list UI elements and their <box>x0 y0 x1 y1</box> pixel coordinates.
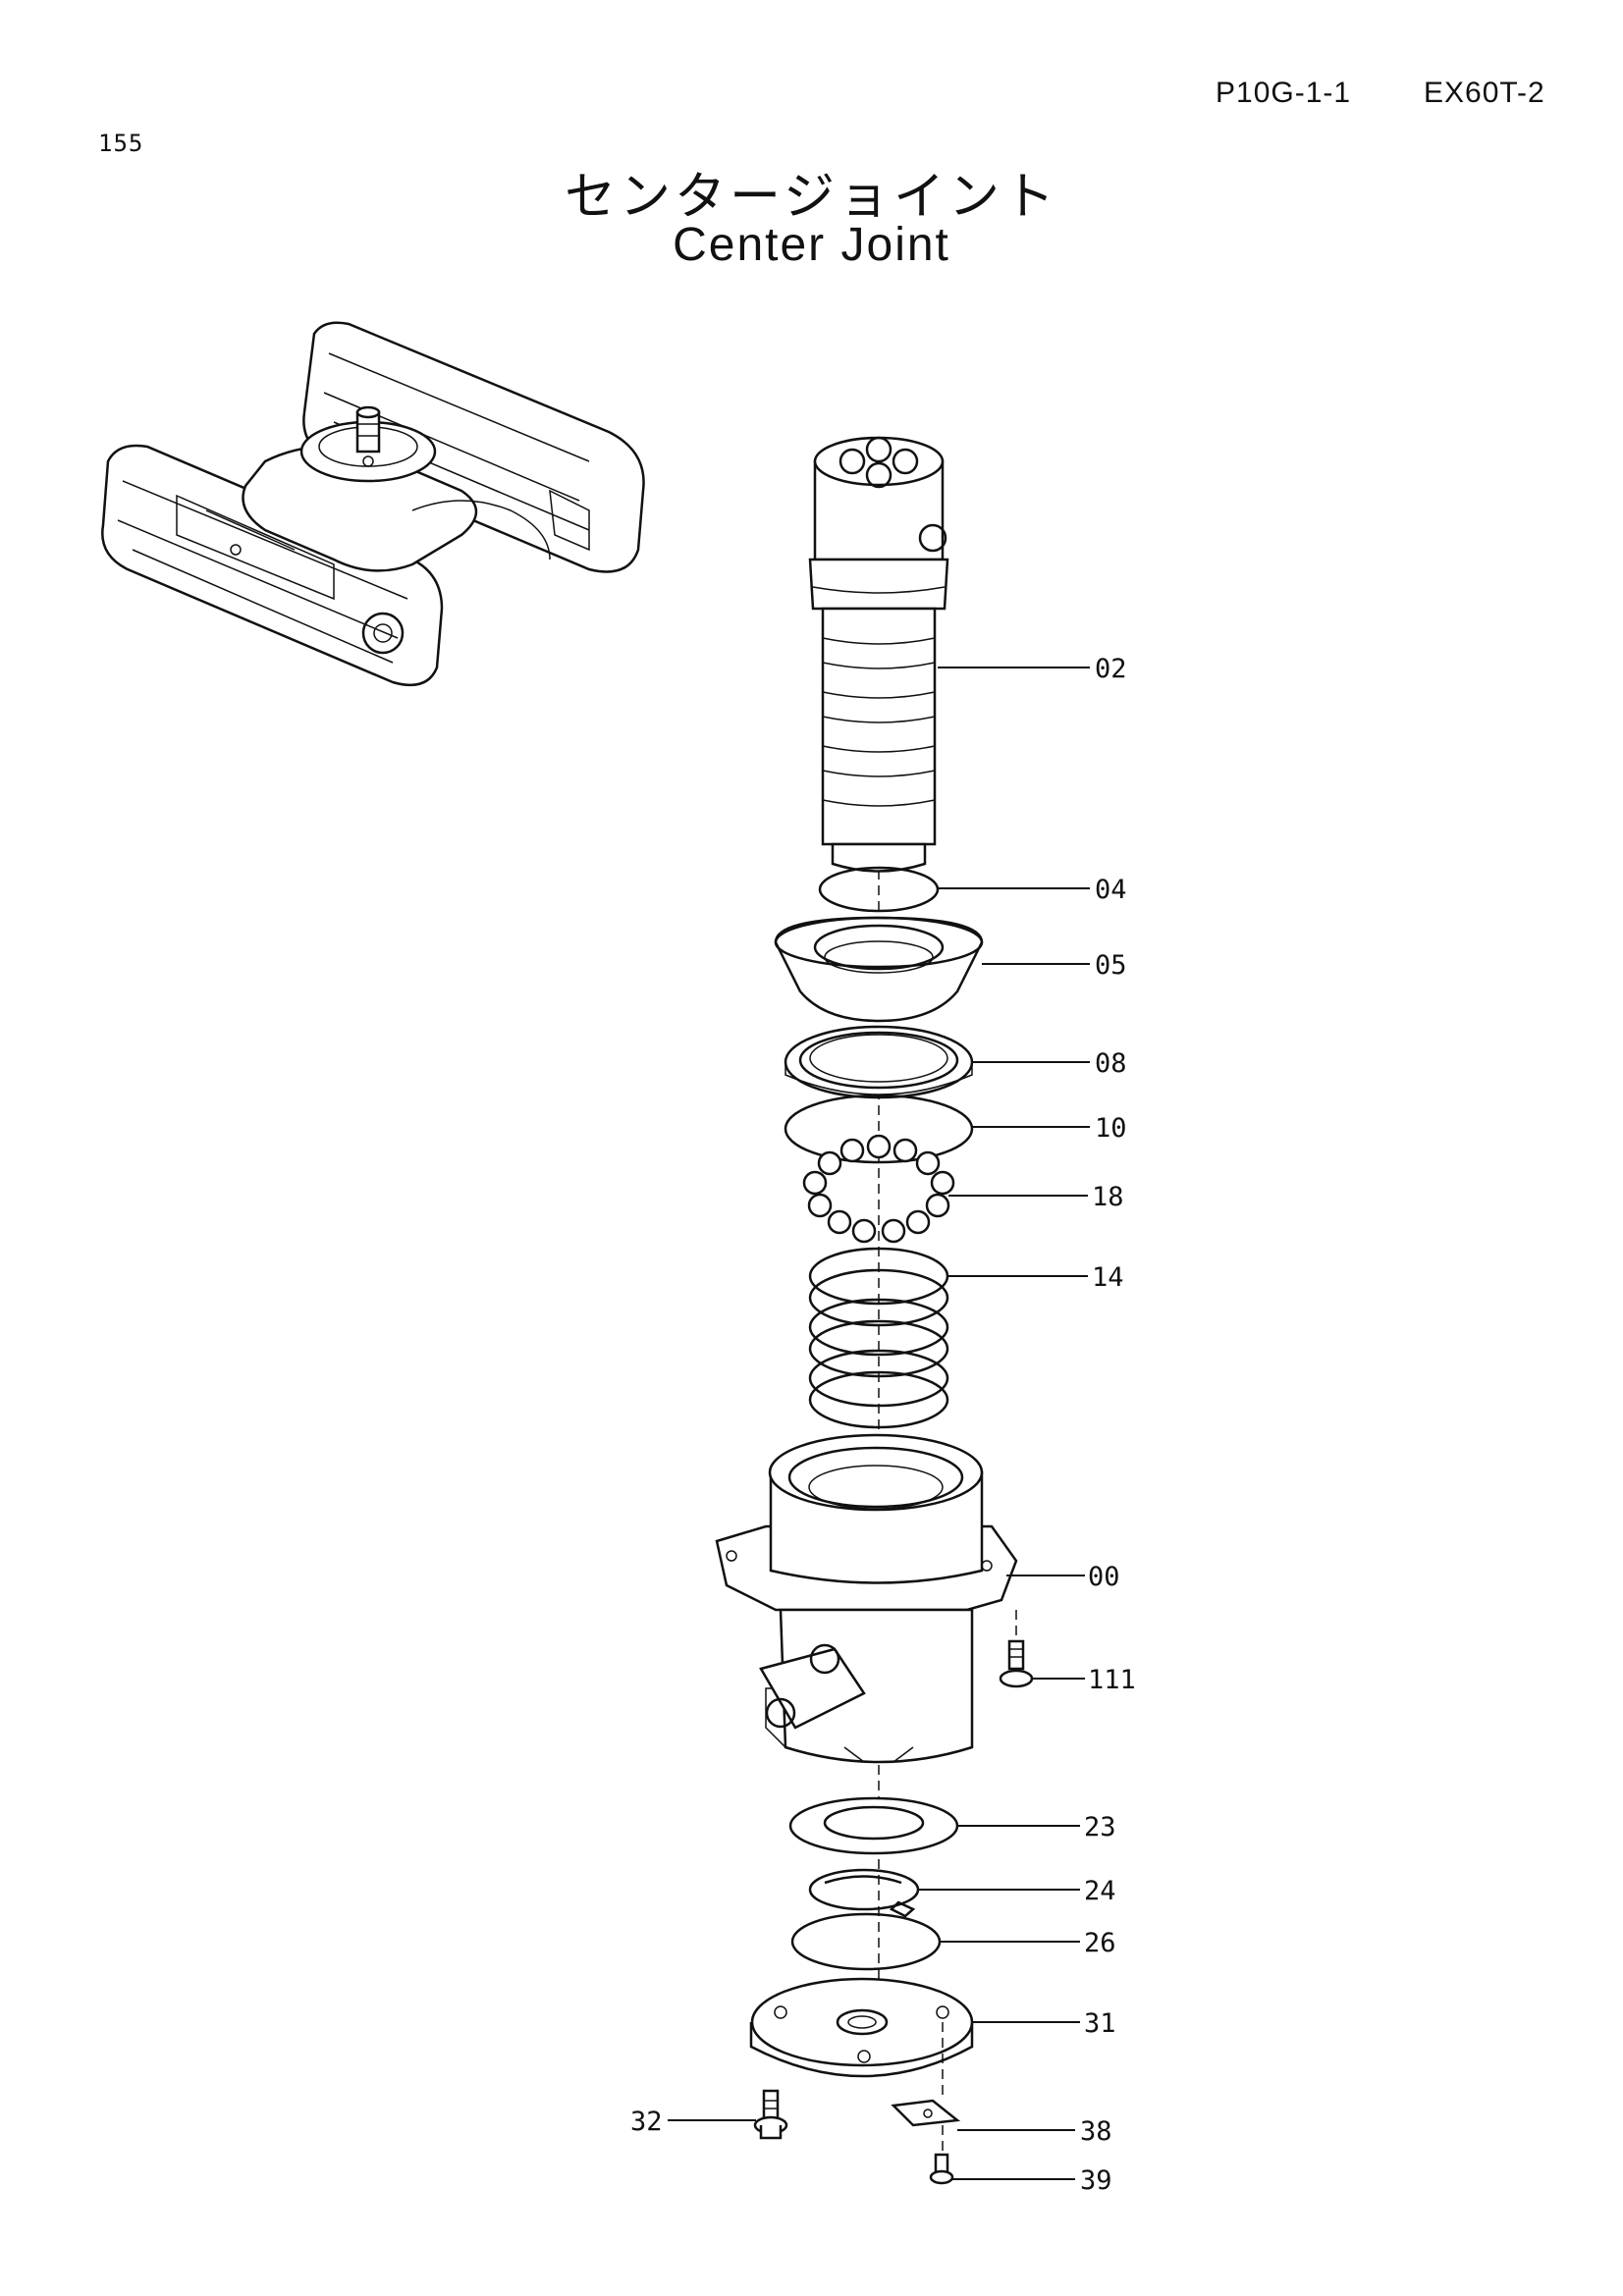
callout-18: 18 <box>1092 1182 1124 1212</box>
callout-05: 05 <box>1095 950 1127 981</box>
part-bottom-cover <box>749 1977 974 2078</box>
callout-39: 39 <box>1080 2165 1112 2196</box>
part-snap-ring <box>808 1868 920 1918</box>
page-number: 155 <box>98 130 144 157</box>
callout-08: 08 <box>1095 1048 1127 1079</box>
callout-38: 38 <box>1080 2116 1112 2147</box>
part-o-ring-10 <box>784 1094 974 1164</box>
page-title-english: Center Joint <box>673 219 950 271</box>
catalog-code: P10G-1-1 <box>1216 77 1352 109</box>
center-joint-exploded-view <box>715 436 1034 2185</box>
part-bolt-111 <box>999 1610 1034 1688</box>
callout-23: 23 <box>1084 1812 1116 1842</box>
callout-14: 14 <box>1092 1262 1124 1293</box>
part-cover <box>774 916 984 1023</box>
part-seal-set <box>808 1247 949 1429</box>
callout-32: 32 <box>630 2107 663 2137</box>
page-title-japanese: センタージョイント <box>565 168 1058 227</box>
part-spindle <box>808 436 949 873</box>
part-o-ring-26 <box>790 1912 942 1971</box>
part-body <box>715 1433 1018 1764</box>
leader-lines <box>668 667 1090 2180</box>
part-thrust-plate <box>788 1796 959 1855</box>
callout-00: 00 <box>1088 1562 1120 1592</box>
part-plate <box>891 2022 961 2127</box>
callout-02: 02 <box>1095 654 1127 684</box>
callout-111: 111 <box>1088 1665 1136 1695</box>
part-seal <box>784 1025 974 1099</box>
callout-10: 10 <box>1095 1113 1127 1144</box>
callout-31: 31 <box>1084 2008 1116 2039</box>
callout-labels: 02 04 05 08 10 18 14 00 111 23 24 26 31 … <box>630 654 1136 2196</box>
part-steel-balls <box>802 1134 955 1244</box>
callout-26: 26 <box>1084 1928 1116 1958</box>
model-code: EX60T-2 <box>1424 77 1545 109</box>
undercarriage-location-illustration <box>101 321 645 687</box>
callout-24: 24 <box>1084 1876 1116 1906</box>
part-bolt-32 <box>753 2089 788 2140</box>
callout-04: 04 <box>1095 875 1127 905</box>
part-screw <box>929 2125 954 2185</box>
